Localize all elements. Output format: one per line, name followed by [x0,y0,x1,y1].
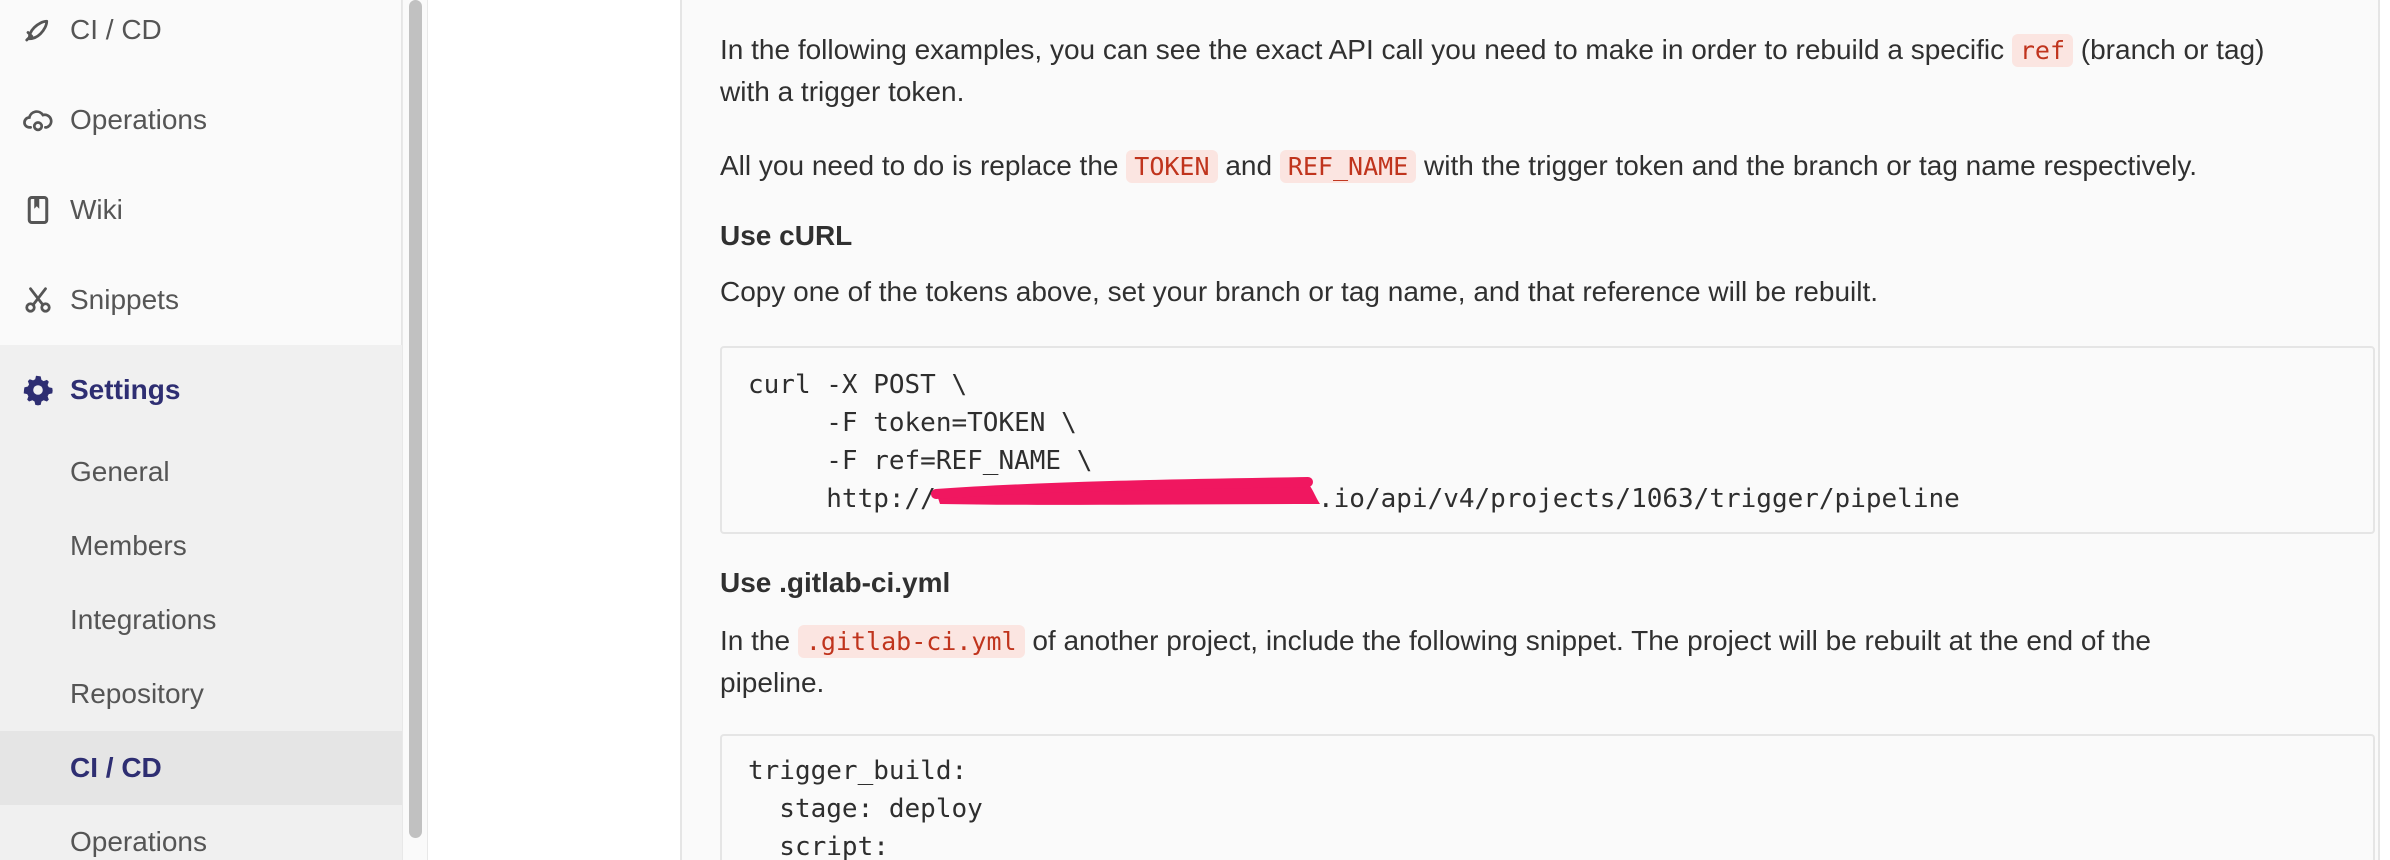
code-line-url-end: .io/api/v4/projects/1063/trigger/pipelin… [1318,484,1960,514]
curl-code-block[interactable]: curl -X POST \ -F token=TOKEN \ -F ref=R… [720,346,2375,534]
rocket-icon [22,14,54,46]
sidebar-subitem-ci-cd[interactable]: CI / CD [0,731,402,805]
sidebar-subitem-label: CI / CD [70,752,162,783]
sidebar-subitem-members[interactable]: Members [0,509,402,583]
gear-icon [22,374,54,406]
code-line: script: [748,832,889,860]
sidebar-subitem-repository[interactable]: Repository [0,657,402,731]
inline-code-ref: ref [2011,34,2073,67]
intro-paragraph: In the following examples, you can see t… [720,29,2264,72]
curl-heading: Use cURL [720,220,853,251]
sidebar-item-settings[interactable]: Settings [0,345,402,435]
sidebar-item-label: Snippets [70,284,179,315]
sidebar-item-snippets[interactable]: Snippets [0,255,402,345]
replace-text-end: with the trigger token and the branch or… [1424,150,2198,181]
sidebar-item-label: Wiki [70,194,123,225]
code-line: -F token=TOKEN \ [748,408,1077,438]
sidebar-item-label: Operations [70,104,207,135]
sidebar-scrollbar-thumb[interactable] [409,0,422,838]
sidebar: CI / CD Operations Wiki Snippets Setting… [0,0,402,860]
sidebar-subitem-label: Operations [70,826,207,857]
intro-text-end: with a trigger token. [720,76,965,107]
scissors-icon [22,284,54,316]
book-icon [22,194,54,226]
sidebar-item-label: Settings [70,374,181,405]
code-line: stage: deploy [748,794,983,824]
replace-text: All you need to do is replace the [720,150,1119,181]
sidebar-item-label: CI / CD [70,14,162,45]
sidebar-subitem-label: Repository [70,678,204,709]
sidebar-item-wiki[interactable]: Wiki [0,165,402,255]
inline-code-token: TOKEN [1126,150,1218,183]
yml-heading: Use .gitlab-ci.yml [720,567,951,598]
sidebar-subitem-integrations[interactable]: Integrations [0,583,402,657]
inline-code-gitlab-ci: .gitlab-ci.yml [797,625,1025,658]
yml-text-end: pipeline. [720,667,825,698]
yml-text-cont: of another project, include the followin… [1032,625,2151,656]
replace-paragraph: All you need to do is replace the TOKEN … [720,145,2197,188]
code-line-url-start: http:// [748,484,936,514]
code-line: -F ref=REF_NAME \ [748,446,1093,476]
sidebar-item-operations[interactable]: Operations [0,75,402,165]
inline-code-ref-name: REF_NAME [1279,150,1417,183]
sidebar-subitem-label: Integrations [70,604,217,635]
sidebar-item-ci-cd[interactable]: CI / CD [0,0,402,75]
curl-description: Copy one of the tokens above, set your b… [720,276,1879,307]
sidebar-subitem-label: General [70,456,170,487]
intro-text: In the following examples, you can see t… [720,34,2005,65]
intro-text-cont: (branch or tag) [2080,34,2265,65]
yml-text: In the [720,625,791,656]
code-line: curl -X POST \ [748,370,968,400]
code-line: trigger_build: [748,756,968,786]
yml-paragraph-line2: pipeline. [720,662,824,704]
yml-paragraph: In the .gitlab-ci.yml of another project… [720,620,2151,663]
intro-paragraph-line2: with a trigger token. [720,71,964,113]
sidebar-subitem-operations[interactable]: Operations [0,805,402,860]
yml-code-block[interactable]: trigger_build: stage: deploy script: [720,734,2375,860]
cloud-gear-icon [22,104,54,136]
sidebar-subitem-label: Members [70,530,187,561]
replace-and-text: and [1225,150,1273,181]
sidebar-subitem-general[interactable]: General [0,435,402,509]
redaction-mark [931,477,1320,505]
